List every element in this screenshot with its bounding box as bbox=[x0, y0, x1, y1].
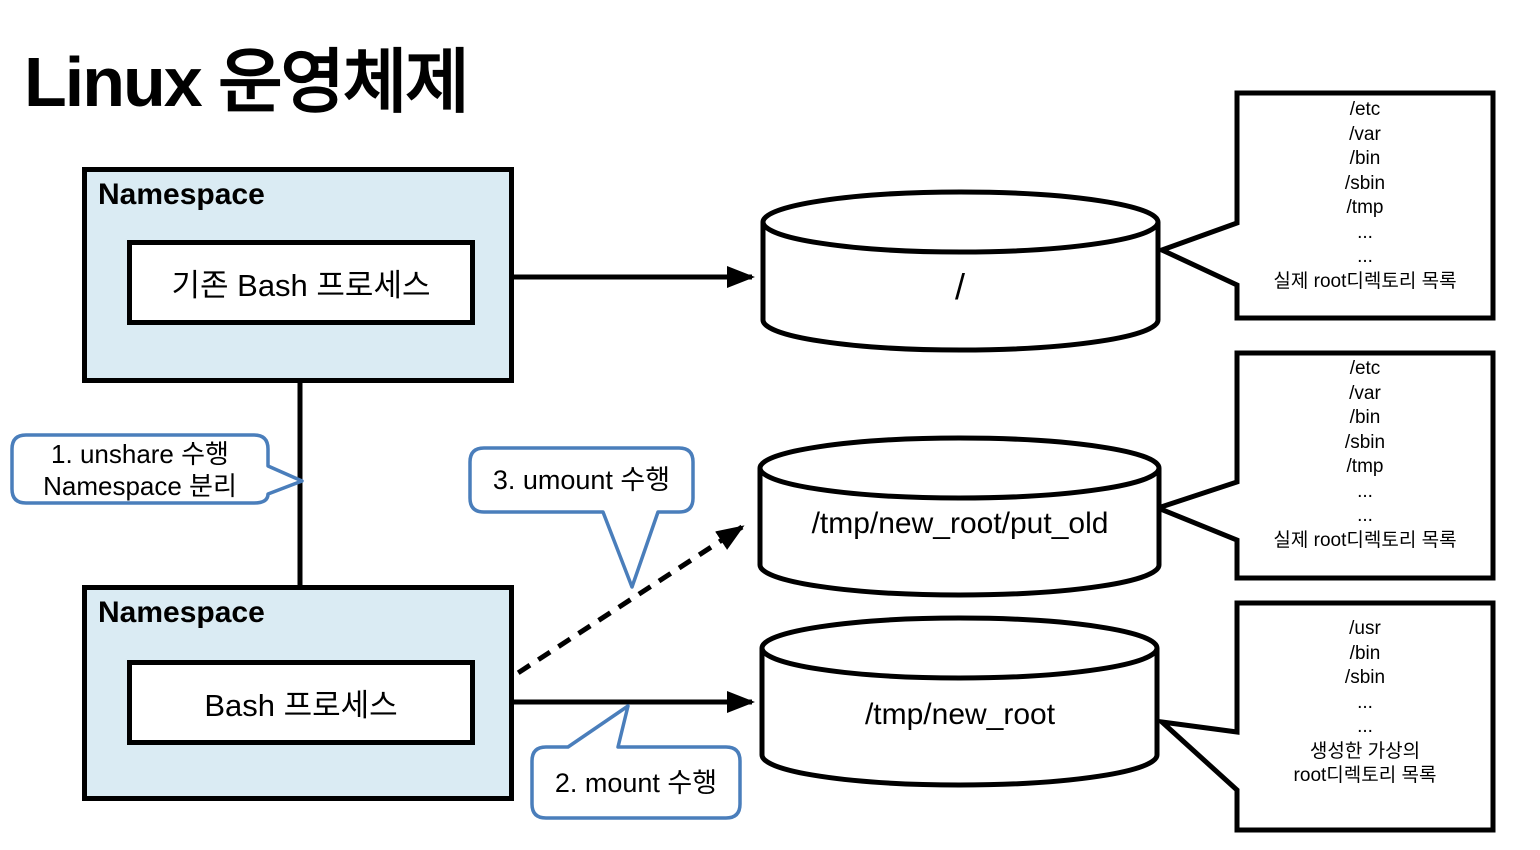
cylinder-putold-top bbox=[757, 435, 1162, 501]
cylinder-putold-label: /tmp/new_root/put_old bbox=[811, 507, 1109, 540]
process-box-bash: Bash 프로세스 bbox=[127, 660, 475, 745]
callout-box-2-text: /etc /var /bin /sbin /tmp ... ... 실제 roo… bbox=[1273, 358, 1457, 551]
callout-box-1-text: /etc /var /bin /sbin /tmp ... ... 실제 roo… bbox=[1273, 99, 1457, 292]
cylinder-root-label: / bbox=[954, 266, 965, 307]
arrow-umount-dashed bbox=[476, 524, 745, 702]
cylinder-newroot-label: /tmp/new_root bbox=[864, 698, 1056, 731]
bubble-2-outline bbox=[530, 704, 742, 820]
namespace-1-label: Namespace bbox=[98, 178, 265, 211]
process-box-existing-bash: 기존 Bash 프로세스 bbox=[127, 240, 475, 325]
bubble-3-text: 3. umount 수행 bbox=[492, 465, 671, 495]
namespace-2-label: Namespace bbox=[98, 596, 265, 629]
callout-box-3-text: /usr /bin /sbin ... ... 생성한 가상의 root디렉토리… bbox=[1293, 618, 1437, 786]
cylinder-root-top bbox=[760, 189, 1161, 255]
cylinder-newroot-top bbox=[759, 615, 1160, 681]
bubble-1-text: 1. unshare 수행 Namespace 분리 bbox=[43, 439, 237, 501]
page-title: Linux 운영체제 bbox=[24, 43, 470, 121]
bubble-2-text: 2. mount 수행 bbox=[554, 768, 718, 798]
